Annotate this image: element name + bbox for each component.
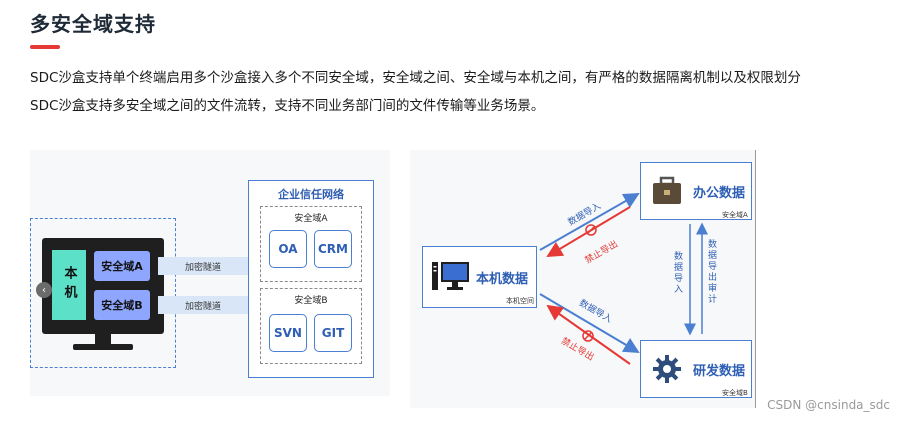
node-dev-title: 研发数据 (693, 364, 746, 379)
encrypted-tunnel-a: 加密隧道 (158, 257, 248, 275)
carousel-prev-button[interactable]: ‹ (36, 282, 52, 298)
encrypted-tunnel-b: 加密隧道 (158, 296, 248, 314)
app-oa: OA (269, 230, 307, 268)
local-device-boundary (30, 218, 176, 368)
app-svn: SVN (269, 314, 307, 352)
monitor-base (73, 344, 133, 350)
page-title: 多安全域支持 (30, 12, 156, 36)
briefcase-icon (653, 176, 681, 204)
description-line-1: SDC沙盒支持单个终端启用多个沙盒接入多个不同安全域，安全域之间、安全域与本机之… (30, 70, 801, 86)
node-local-title: 本机数据 (476, 272, 529, 287)
gear-icon (653, 355, 681, 383)
computer-icon (432, 262, 469, 290)
enterprise-zone-a (260, 206, 362, 282)
local-machine-box: 本机 (52, 250, 86, 320)
enterprise-title: 企业信任网络 (278, 188, 344, 201)
node-office-title: 办公数据 (693, 186, 746, 201)
app-crm: CRM (314, 230, 352, 268)
monitor-stand (95, 334, 111, 344)
label-vertical-audit: 数据导出审计 (708, 240, 718, 305)
enterprise-zone-b (260, 288, 362, 364)
label-vertical-import: 数据导入 (674, 252, 684, 295)
enterprise-zone-a-label: 安全域A (294, 214, 328, 224)
title-underline (30, 45, 60, 49)
sandbox-zone-a: 安全域A (94, 251, 150, 281)
node-office-data (640, 162, 752, 220)
sandbox-zone-b: 安全域B (94, 290, 150, 320)
app-git: GIT (314, 314, 352, 352)
watermark: CSDN @cnsinda_sdc (767, 398, 890, 412)
node-local-sub: 本机空间 (506, 297, 534, 305)
node-dev-sub: 安全域B (722, 389, 748, 397)
enterprise-zone-b-label: 安全域B (294, 296, 328, 306)
description-line-2: SDC沙盒支持多安全域之间的文件流转，支持不同业务部门间的文件传输等业务场景。 (30, 98, 545, 114)
node-office-sub: 安全域A (722, 211, 748, 219)
